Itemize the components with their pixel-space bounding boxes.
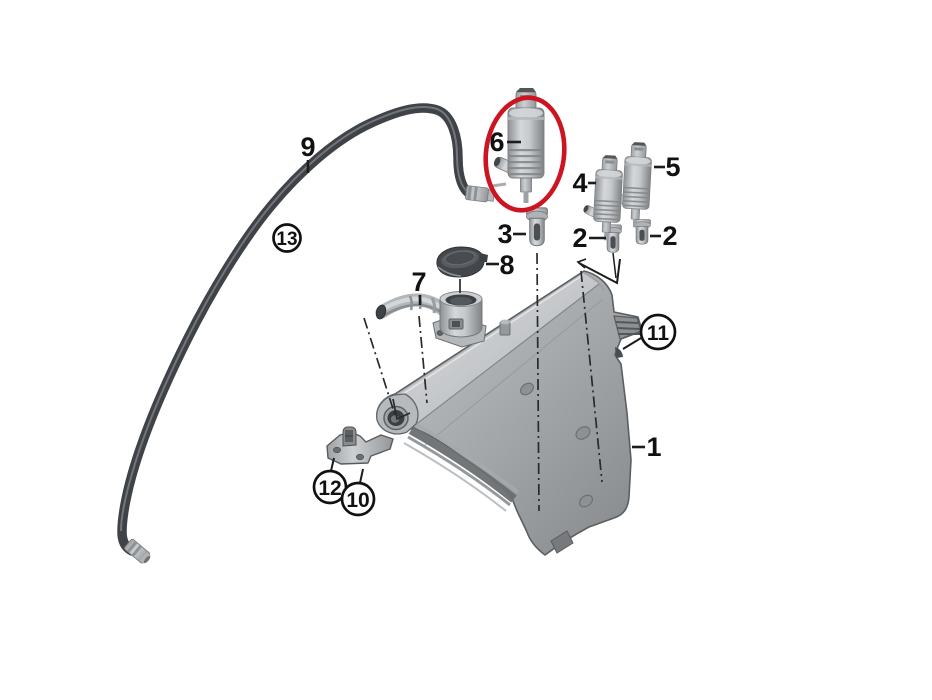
circled-callout-13[interactable]: 13 [272, 223, 302, 253]
arrowhead-2 [576, 258, 587, 269]
mounting-bracket-drawing [326, 426, 394, 465]
circled-callouts: 13 11 12 10 [272, 223, 677, 517]
leader-2-arrow [578, 258, 621, 285]
callout-labels: 9 6 3 8 7 4 5 2 2 1 [300, 127, 680, 462]
pump-inlet-tip [491, 182, 507, 188]
callout-4[interactable]: 4 [572, 168, 587, 198]
callout-9[interactable]: 9 [300, 132, 315, 162]
leader-grommet-2 [580, 270, 603, 483]
callout-2-left[interactable]: 2 [572, 223, 587, 253]
hose-drawing [117, 103, 507, 564]
svg-text:11: 11 [647, 322, 670, 345]
reservoir-tank-drawing [376, 270, 643, 556]
filler-neck-drawing [375, 291, 487, 348]
highlight-ellipse [483, 95, 567, 213]
callout-7[interactable]: 7 [411, 267, 426, 297]
svg-text:10: 10 [346, 489, 369, 512]
svg-text:12: 12 [318, 477, 341, 500]
circled-callout-11[interactable]: 11 [639, 313, 677, 351]
grommet-3-drawing [525, 207, 549, 247]
callout-6[interactable]: 6 [489, 127, 504, 157]
svg-text:13: 13 [276, 229, 297, 250]
leader-grommet-3 [536, 252, 540, 512]
callout-2-right[interactable]: 2 [662, 221, 677, 251]
callout-1[interactable]: 1 [646, 432, 661, 462]
arrowhead-boss [392, 398, 411, 421]
cap-drawing [436, 246, 488, 278]
callout-3[interactable]: 3 [497, 219, 512, 249]
leader-2-left [612, 252, 617, 279]
circled-callout-12[interactable]: 12 [312, 469, 348, 505]
callout-8[interactable]: 8 [499, 250, 514, 280]
hose-connector-bottom [124, 538, 151, 564]
band-port [499, 319, 511, 336]
circled-callout-10[interactable]: 10 [340, 481, 376, 517]
leader-filler-neck [363, 317, 396, 416]
leader-filler-neck-2 [418, 315, 428, 404]
callout-5[interactable]: 5 [665, 152, 680, 182]
